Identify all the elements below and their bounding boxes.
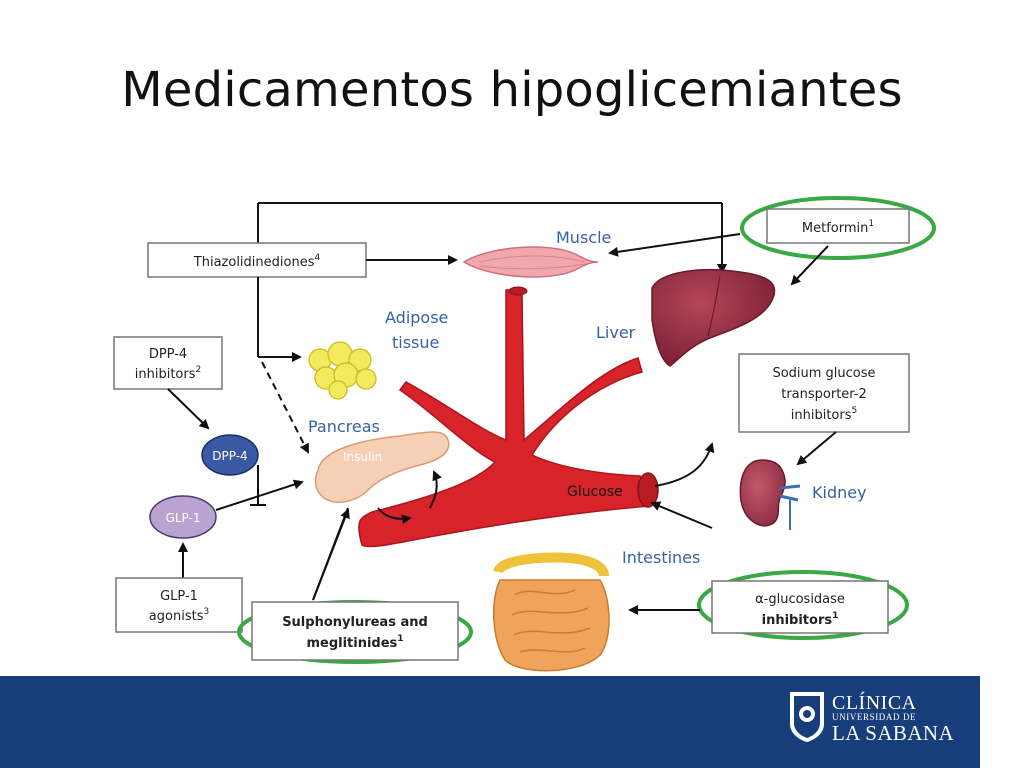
- dpp4-node: DPP-4: [201, 434, 259, 476]
- arrow-sglt2-to-kidney: [796, 431, 837, 466]
- arrow-sulphonylureas-to-pancreas: [312, 508, 350, 601]
- kidney-illustration: [739, 459, 801, 530]
- metformin-label: Metformin1: [802, 219, 874, 236]
- arrow-glp1-to-pancreas: [215, 479, 304, 511]
- adipose-label-line1: Adipose: [385, 308, 448, 327]
- liver-label: Liver: [596, 323, 636, 342]
- arrow-to-vessel: [377, 507, 412, 525]
- adipose-label-line2: tissue: [392, 333, 439, 352]
- arrow-metformin-to-liver: [790, 245, 829, 286]
- alpha-glucosidase-box: α-glucosidase inhibitors1: [697, 570, 909, 640]
- university-logo: CLÍNICA UNIVERSIDAD DE LA SABANA: [788, 690, 978, 750]
- footer-corner: [980, 676, 1024, 768]
- dpp4-inhibitors-label-line2: inhibitors2: [135, 365, 201, 382]
- glucose-label: Glucose: [567, 484, 623, 500]
- alpha-glucosidase-label-line2: inhibitors1: [762, 611, 839, 628]
- sglt2-label-line2: transporter-2: [781, 387, 867, 402]
- glp1-node: GLP-1: [149, 495, 217, 539]
- dashed-arrow-to-pancreas: [261, 361, 309, 454]
- arrow-to-dpp4: [167, 388, 210, 430]
- alpha-glucosidase-label-line1: α-glucosidase: [755, 592, 845, 607]
- sulphonylureas-label-line1: Sulphonylureas and: [282, 615, 428, 630]
- glp1-agonists-label-line2: agonists3: [149, 607, 209, 624]
- slide-title: Medicamentos hipoglicemiantes: [121, 62, 903, 118]
- kidney-label: Kidney: [812, 483, 867, 502]
- arrow-insulin-release: [429, 470, 442, 509]
- shield-icon: [790, 692, 824, 742]
- logo-text-sabana: LA SABANA: [832, 721, 955, 745]
- pancreas-illustration: [314, 431, 450, 503]
- glp1-agonists-label-line1: GLP-1: [160, 589, 198, 604]
- thiazolidinediones-box: Thiazolidinediones4: [147, 242, 367, 278]
- arrow-glucose-to-kidney: [654, 442, 715, 487]
- dpp4-inhibitors-label-line1: DPP-4: [149, 347, 187, 362]
- pancreas-label: Pancreas: [308, 417, 380, 436]
- highlight-ring: [740, 196, 936, 260]
- adipose-tissue-illustration: [308, 341, 377, 400]
- highlight-ring: [697, 570, 909, 640]
- liver-illustration: [651, 269, 776, 367]
- sulphonylureas-box: Sulphonylureas and meglitinides1: [237, 600, 473, 664]
- intestines-illustration: [492, 552, 610, 672]
- glp1-agonists-box: GLP-1 agonists3: [115, 577, 243, 633]
- metformin-box: Metformin1: [740, 196, 936, 260]
- sglt2-label-line3: inhibitors5: [791, 406, 857, 423]
- sulphonylureas-label-line2: meglitinides1: [306, 634, 403, 651]
- insulin-label: Insulin: [343, 450, 382, 464]
- logo-text-universidad: UNIVERSIDAD DE: [832, 712, 917, 722]
- intestines-label: Intestines: [622, 548, 700, 567]
- logo-text-clinica: CLÍNICA: [832, 692, 917, 714]
- diagram: Thiazolidinediones4 Muscle Metformin1 Li…: [62, 196, 962, 680]
- arrow-intestines-to-glucose: [650, 501, 713, 529]
- blood-vessel: [358, 286, 659, 548]
- sglt2-label-line1: Sodium glucose: [772, 366, 875, 381]
- arrow-metformin-to-muscle: [608, 233, 741, 257]
- thiazolidinediones-label: Thiazolidinediones4: [193, 253, 321, 270]
- glp1-node-label: GLP-1: [166, 511, 201, 525]
- sglt2-inhibitors-box: Sodium glucose transporter-2 inhibitors5: [738, 353, 910, 433]
- muscle-illustration: [462, 246, 599, 278]
- footer-bar: [0, 676, 1024, 768]
- dpp4-inhibitors-box: DPP-4 inhibitors2: [113, 336, 223, 390]
- muscle-label: Muscle: [556, 228, 611, 247]
- dpp4-node-label: DPP-4: [212, 449, 247, 463]
